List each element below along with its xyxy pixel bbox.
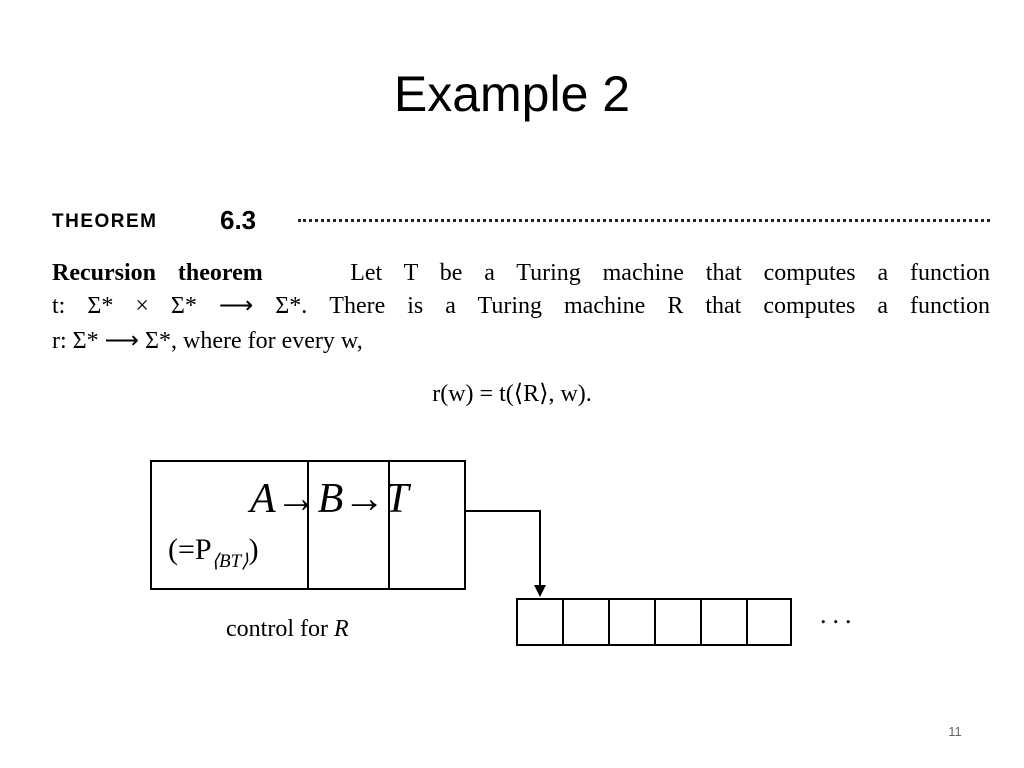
subformula-prefix: (=P — [168, 533, 212, 566]
head-arrow — [466, 510, 546, 597]
control-subformula: (=P⟨BT⟩) — [168, 530, 259, 582]
tape-cell — [562, 598, 608, 646]
theorem-line-3: r: Σ* ⟶ Σ*, where for every w, — [52, 326, 990, 356]
tape-cell — [608, 598, 654, 646]
control-formula: A→B→T — [250, 476, 409, 522]
dotted-rule — [298, 219, 990, 222]
theorem-line-3-text: r: Σ* ⟶ Σ*, where for every w, — [52, 328, 363, 354]
page-number: 11 — [948, 724, 962, 739]
slide-title: Example 2 — [393, 66, 631, 122]
tape-cell — [516, 598, 562, 646]
caption-text: control for — [226, 616, 334, 642]
theorem-name: Recursion theorem — [52, 260, 263, 286]
theorem-number: 6.3 — [220, 205, 257, 235]
tape-ellipsis: ... — [820, 600, 858, 629]
subformula-suffix: ) — [248, 533, 259, 566]
control-divider-2 — [388, 460, 390, 590]
theorem-header: THEOREM 6.3 — [52, 205, 992, 235]
tape-cell — [746, 598, 792, 646]
theorem-label: THEOREM — [52, 211, 158, 232]
tape — [516, 598, 792, 646]
theorem-line-2-text: t: Σ* × Σ* ⟶ Σ*. There is a Turing machi… — [52, 293, 990, 319]
tape-cell — [654, 598, 700, 646]
caption-var: R — [333, 616, 349, 642]
tape-cell — [700, 598, 746, 646]
control-caption: control for R — [226, 614, 349, 644]
theorem-equation: r(w) = t(⟨R⟩, w). — [432, 381, 592, 407]
subformula-index: ⟨BT⟩ — [211, 551, 249, 572]
control-divider-1 — [307, 460, 309, 590]
theorem-line-1-text: Let T be a Turing machine that computes … — [350, 260, 990, 286]
theorem-line-1: Recursion theorem Let T be a Turing mach… — [52, 258, 990, 288]
theorem-line-2: t: Σ* × Σ* ⟶ Σ*. There is a Turing machi… — [52, 291, 990, 321]
